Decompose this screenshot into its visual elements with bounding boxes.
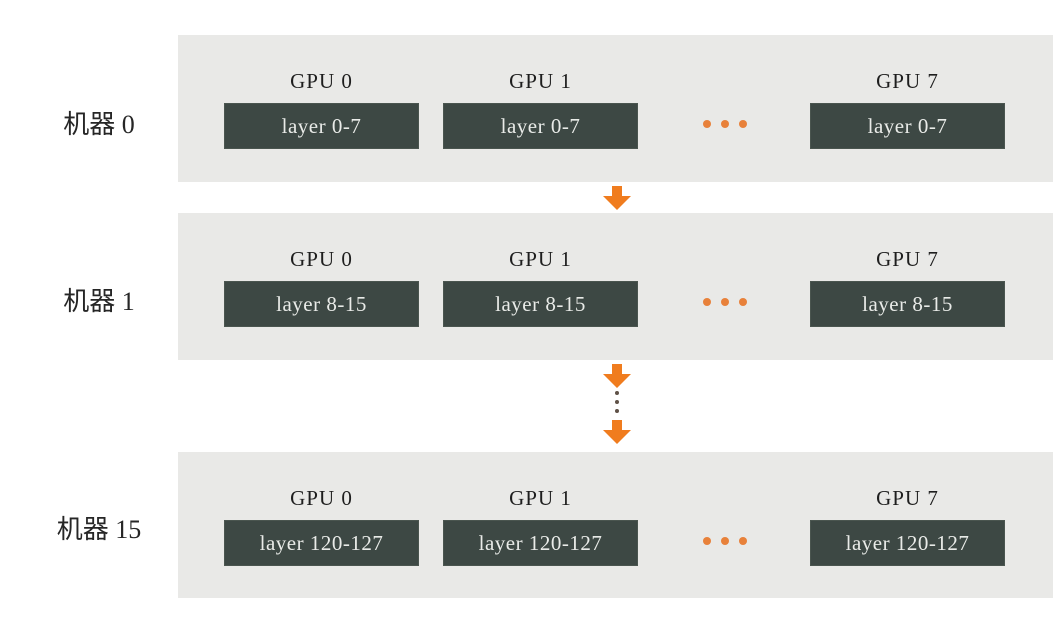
machine-label: 机器 15 [56, 515, 142, 544]
layer-range-label: layer 120-127 [478, 530, 603, 555]
layer-box: layer 120-127 [224, 520, 419, 566]
dot-icon [703, 120, 711, 128]
layer-range-label: layer 120-127 [845, 530, 970, 555]
layer-box: layer 0-7 [443, 103, 638, 149]
dot-icon [703, 537, 711, 545]
gpu-group: GPU 7 layer 0-7 [810, 68, 1005, 149]
layer-range-label: layer 0-7 [281, 113, 362, 138]
gpu-group: GPU 7 layer 120-127 [810, 485, 1005, 566]
gpu-name-label: GPU 0 [290, 69, 353, 93]
down-arrow-icon [603, 364, 631, 388]
gpu-name-label: GPU 1 [509, 247, 572, 271]
layer-box: layer 0-7 [224, 103, 419, 149]
dot-icon [721, 120, 729, 128]
layer-box: layer 120-127 [443, 520, 638, 566]
gpu-group: GPU 0 layer 120-127 [224, 485, 419, 566]
layer-box: layer 0-7 [810, 103, 1005, 149]
dot-icon [739, 120, 747, 128]
machine-row: GPU 0 layer 120-127 GPU 1 layer 120-127 … [178, 452, 1053, 598]
dot-icon [615, 391, 619, 395]
gpu-name-label: GPU 0 [290, 247, 353, 271]
layer-range-label: layer 8-15 [495, 291, 586, 316]
gpu-name-label: GPU 7 [876, 486, 939, 510]
machine-row: GPU 0 layer 8-15 GPU 1 layer 8-15 GPU 7 … [178, 213, 1053, 360]
gpu-group: GPU 1 layer 0-7 [443, 68, 638, 149]
layer-box: layer 120-127 [810, 520, 1005, 566]
gpu-group: GPU 0 layer 0-7 [224, 68, 419, 149]
vertical-ellipsis-icon [615, 391, 619, 413]
layer-range-label: layer 120-127 [259, 530, 384, 555]
layer-box: layer 8-15 [810, 281, 1005, 327]
dot-icon [703, 298, 711, 306]
gpu-group: GPU 1 layer 120-127 [443, 485, 638, 566]
layer-range-label: layer 0-7 [867, 113, 948, 138]
gpu-name-label: GPU 1 [509, 69, 572, 93]
down-arrow-icon [603, 420, 631, 444]
layer-box: layer 8-15 [443, 281, 638, 327]
dot-icon [615, 409, 619, 413]
down-arrow-icon [603, 186, 631, 210]
gpu-name-label: GPU 7 [876, 247, 939, 271]
gpu-group: GPU 0 layer 8-15 [224, 246, 419, 327]
layer-range-label: layer 0-7 [500, 113, 581, 138]
horizontal-ellipsis-icon [703, 298, 747, 306]
gpu-name-label: GPU 7 [876, 69, 939, 93]
gpu-name-label: GPU 0 [290, 486, 353, 510]
gpu-group: GPU 7 layer 8-15 [810, 246, 1005, 327]
machine-label: 机器 0 [63, 110, 135, 139]
layer-box: layer 8-15 [224, 281, 419, 327]
gpu-group: GPU 1 layer 8-15 [443, 246, 638, 327]
horizontal-ellipsis-icon [703, 537, 747, 545]
dot-icon [739, 298, 747, 306]
machine-label: 机器 1 [63, 287, 135, 316]
horizontal-ellipsis-icon [703, 120, 747, 128]
dot-icon [721, 298, 729, 306]
dot-icon [615, 400, 619, 404]
gpu-name-label: GPU 1 [509, 486, 572, 510]
machine-row: GPU 0 layer 0-7 GPU 1 layer 0-7 GPU 7 la… [178, 35, 1053, 182]
dot-icon [721, 537, 729, 545]
layer-range-label: layer 8-15 [276, 291, 367, 316]
dot-icon [739, 537, 747, 545]
layer-range-label: layer 8-15 [862, 291, 953, 316]
